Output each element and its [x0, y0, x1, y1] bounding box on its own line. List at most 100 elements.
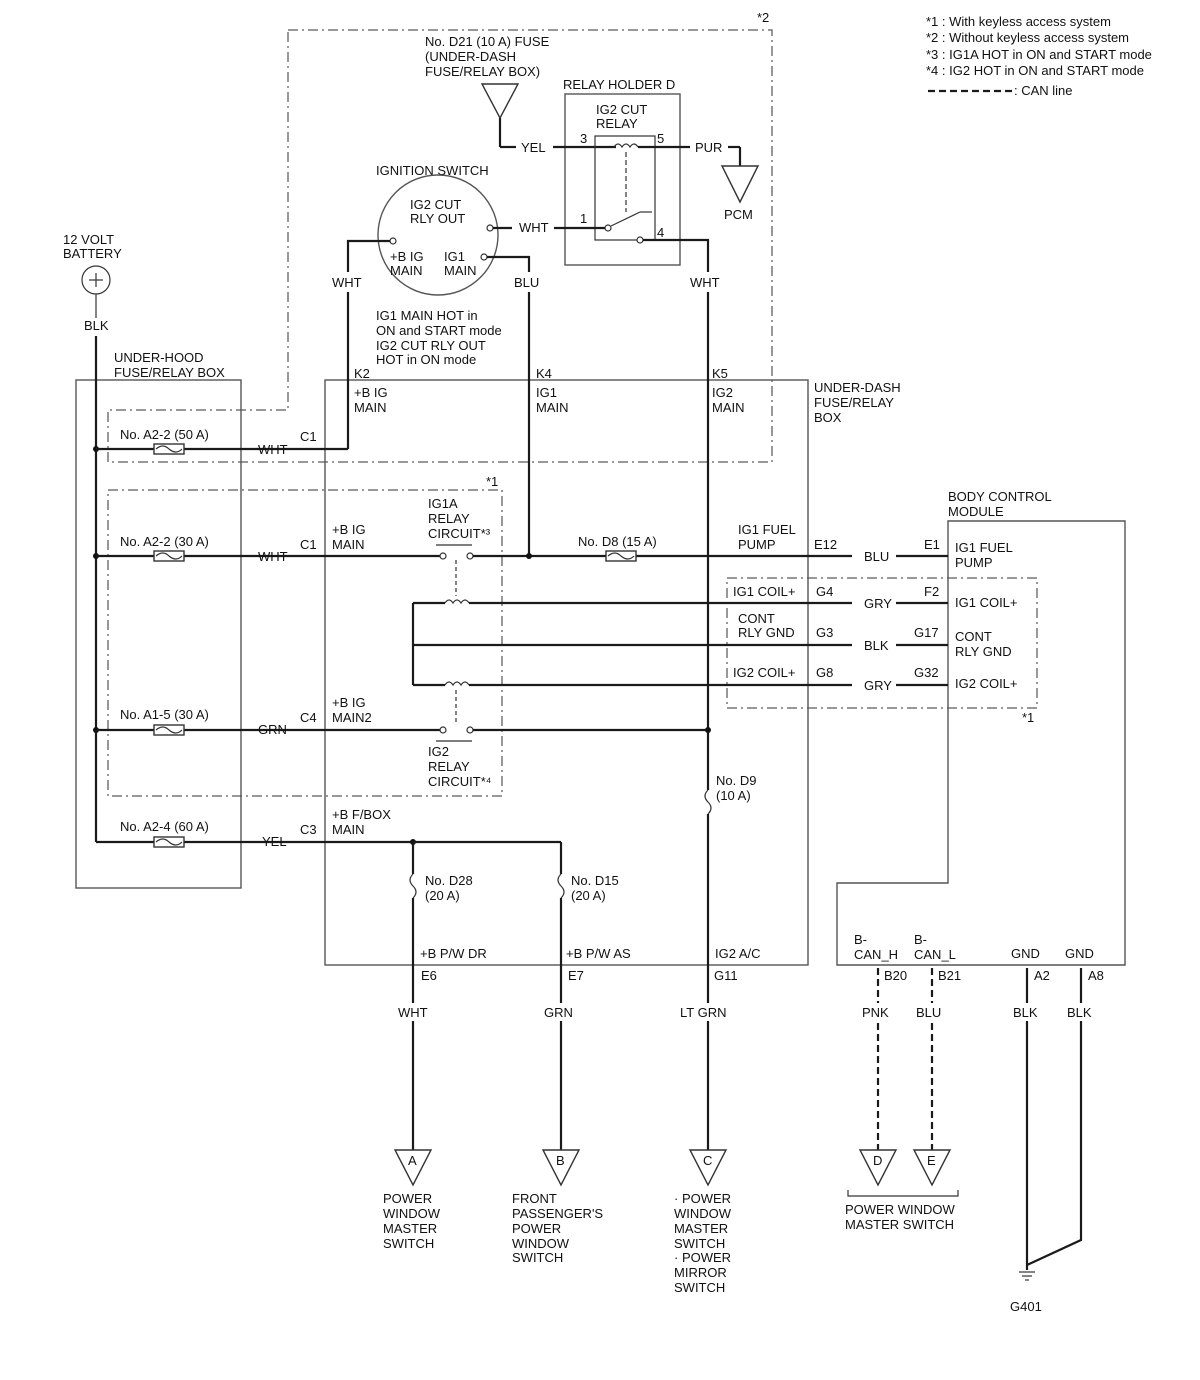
fuse-label: No. D15 — [571, 873, 619, 888]
wire-color: BLK — [1013, 1005, 1038, 1020]
relay-holder-title: RELAY HOLDER D — [563, 77, 675, 92]
bcm-terminal: RLY GND — [955, 644, 1012, 659]
connector-letter: C — [703, 1153, 712, 1168]
d21-fuse-label: (UNDER-DASH — [425, 49, 516, 64]
destination-label: · POWER — [674, 1250, 731, 1265]
destination-a: POWER WINDOW MASTER SWITCH — [383, 1191, 441, 1251]
under-hood-fuse-relay-box — [75, 379, 242, 889]
connector-a: A — [393, 1149, 433, 1187]
wire-color: PNK — [862, 1005, 889, 1020]
fuse-label: No. D28 — [425, 873, 473, 888]
terminal-label: MAIN — [332, 537, 365, 552]
pin-number: 3 — [580, 131, 587, 146]
destination-label: PASSENGER'S — [512, 1206, 603, 1221]
wire-color: WHT — [690, 275, 720, 290]
ignition-note: IG1 MAIN HOT in — [376, 308, 478, 323]
under-dash-fuse-relay-box — [324, 379, 809, 966]
terminal-label: MAIN — [332, 822, 365, 837]
output-label: CONT — [738, 611, 775, 626]
pin-number: F2 — [924, 584, 939, 599]
relay-contact — [466, 726, 474, 734]
bcm-terminal: GND — [1065, 946, 1094, 961]
fuse-label: (20 A) — [571, 888, 606, 903]
pin-number: G8 — [816, 665, 833, 680]
destination-label: WINDOW — [383, 1206, 441, 1221]
wire-color: WHT — [258, 442, 288, 457]
destination-label: SWITCH — [512, 1250, 563, 1265]
connector-letter: B — [556, 1153, 565, 1168]
destination-label: · POWER — [674, 1191, 731, 1206]
wire-color: GRY — [864, 596, 892, 611]
relay-label: IG2 CUT — [596, 102, 647, 117]
output-label: IG1 COIL+ — [733, 584, 796, 599]
terminal-label: +B F/BOX — [332, 807, 391, 822]
connector-letter: D — [873, 1153, 882, 1168]
bcm-terminal: IG1 FUEL — [955, 540, 1013, 555]
fuse-label: No. D8 (15 A) — [578, 534, 657, 549]
connector-letter: A — [408, 1153, 417, 1168]
under-hood-label: UNDER-HOOD — [114, 350, 204, 365]
connector-b: B — [541, 1149, 581, 1187]
legend-item: *4 : IG2 HOT in ON and START mode — [926, 63, 1144, 78]
terminal-label: +B P/W DR — [420, 946, 487, 961]
fuse-icon — [409, 873, 417, 899]
terminal-label: MAIN — [712, 400, 745, 415]
terminal-label: +B IG — [354, 385, 388, 400]
terminal-label: IG2 A/C — [715, 946, 761, 961]
legend-item: : CAN line — [1014, 83, 1073, 98]
pin-number: 4 — [657, 225, 664, 240]
pin-number: G17 — [914, 625, 939, 640]
destination-label: POWER — [383, 1191, 432, 1206]
pin-number: G11 — [714, 968, 738, 983]
relay-label: IG1A — [428, 496, 458, 511]
fuse-source-triangle — [480, 83, 520, 120]
output-label: IG1 FUEL — [738, 522, 796, 537]
relay-contact — [466, 552, 474, 560]
pin-number: E1 — [924, 537, 940, 552]
pcm-triangle — [720, 165, 760, 204]
note-marker: *1 — [486, 474, 498, 489]
note-marker: *1 — [1022, 710, 1034, 725]
wire-color: BLK — [1067, 1005, 1092, 1020]
ignition-note: IG2 CUT RLY OUT — [376, 338, 486, 353]
connector-label: C4 — [300, 710, 317, 725]
ignition-label: IG2 CUT — [410, 197, 461, 212]
wire-color: WHT — [332, 275, 362, 290]
relay-label: RELAY — [428, 759, 470, 774]
destination-label: FRONT — [512, 1191, 557, 1206]
bcm-terminal: GND — [1011, 946, 1040, 961]
bcm-terminal: B- — [854, 932, 867, 947]
wire-color: GRN — [258, 722, 287, 737]
ig2-cut-relay — [594, 135, 656, 241]
wire-color: YEL — [262, 834, 287, 849]
connector-label: C1 — [300, 429, 317, 444]
wire-color: GRN — [544, 1005, 573, 1020]
fuse-label: (10 A) — [716, 788, 751, 803]
connector-label: C3 — [300, 822, 317, 837]
pin-number: A8 — [1088, 968, 1104, 983]
fuse-label: No. D9 — [716, 773, 756, 788]
destination-c: · POWER WINDOW MASTER SWITCH · POWER MIR… — [674, 1191, 732, 1295]
wire-color: WHT — [519, 220, 549, 235]
under-dash-label: FUSE/RELAY — [814, 395, 894, 410]
ignition-label: MAIN — [390, 263, 423, 278]
ignition-label: MAIN — [444, 263, 477, 278]
bcm-terminal: PUMP — [955, 555, 993, 570]
ignition-label: RLY OUT — [410, 211, 465, 226]
destination-label: WINDOW — [674, 1206, 732, 1221]
wire-color: BLK — [864, 638, 889, 653]
bcm-terminal: CAN_H — [854, 947, 898, 962]
bcm-terminal: IG2 COIL+ — [955, 676, 1018, 691]
bcm-terminal: B- — [914, 932, 927, 947]
ignition-switch — [377, 174, 499, 296]
bcm-terminal: IG1 COIL+ — [955, 595, 1018, 610]
pcm-label: PCM — [724, 207, 753, 222]
wire-color: BLU — [514, 275, 539, 290]
destination-label: MASTER — [674, 1221, 728, 1236]
ignition-label: IG1 — [444, 249, 465, 264]
relay-contact — [439, 552, 447, 560]
connector-label: C1 — [300, 537, 317, 552]
output-label: IG2 COIL+ — [733, 665, 796, 680]
pin-number: K4 — [536, 366, 552, 381]
